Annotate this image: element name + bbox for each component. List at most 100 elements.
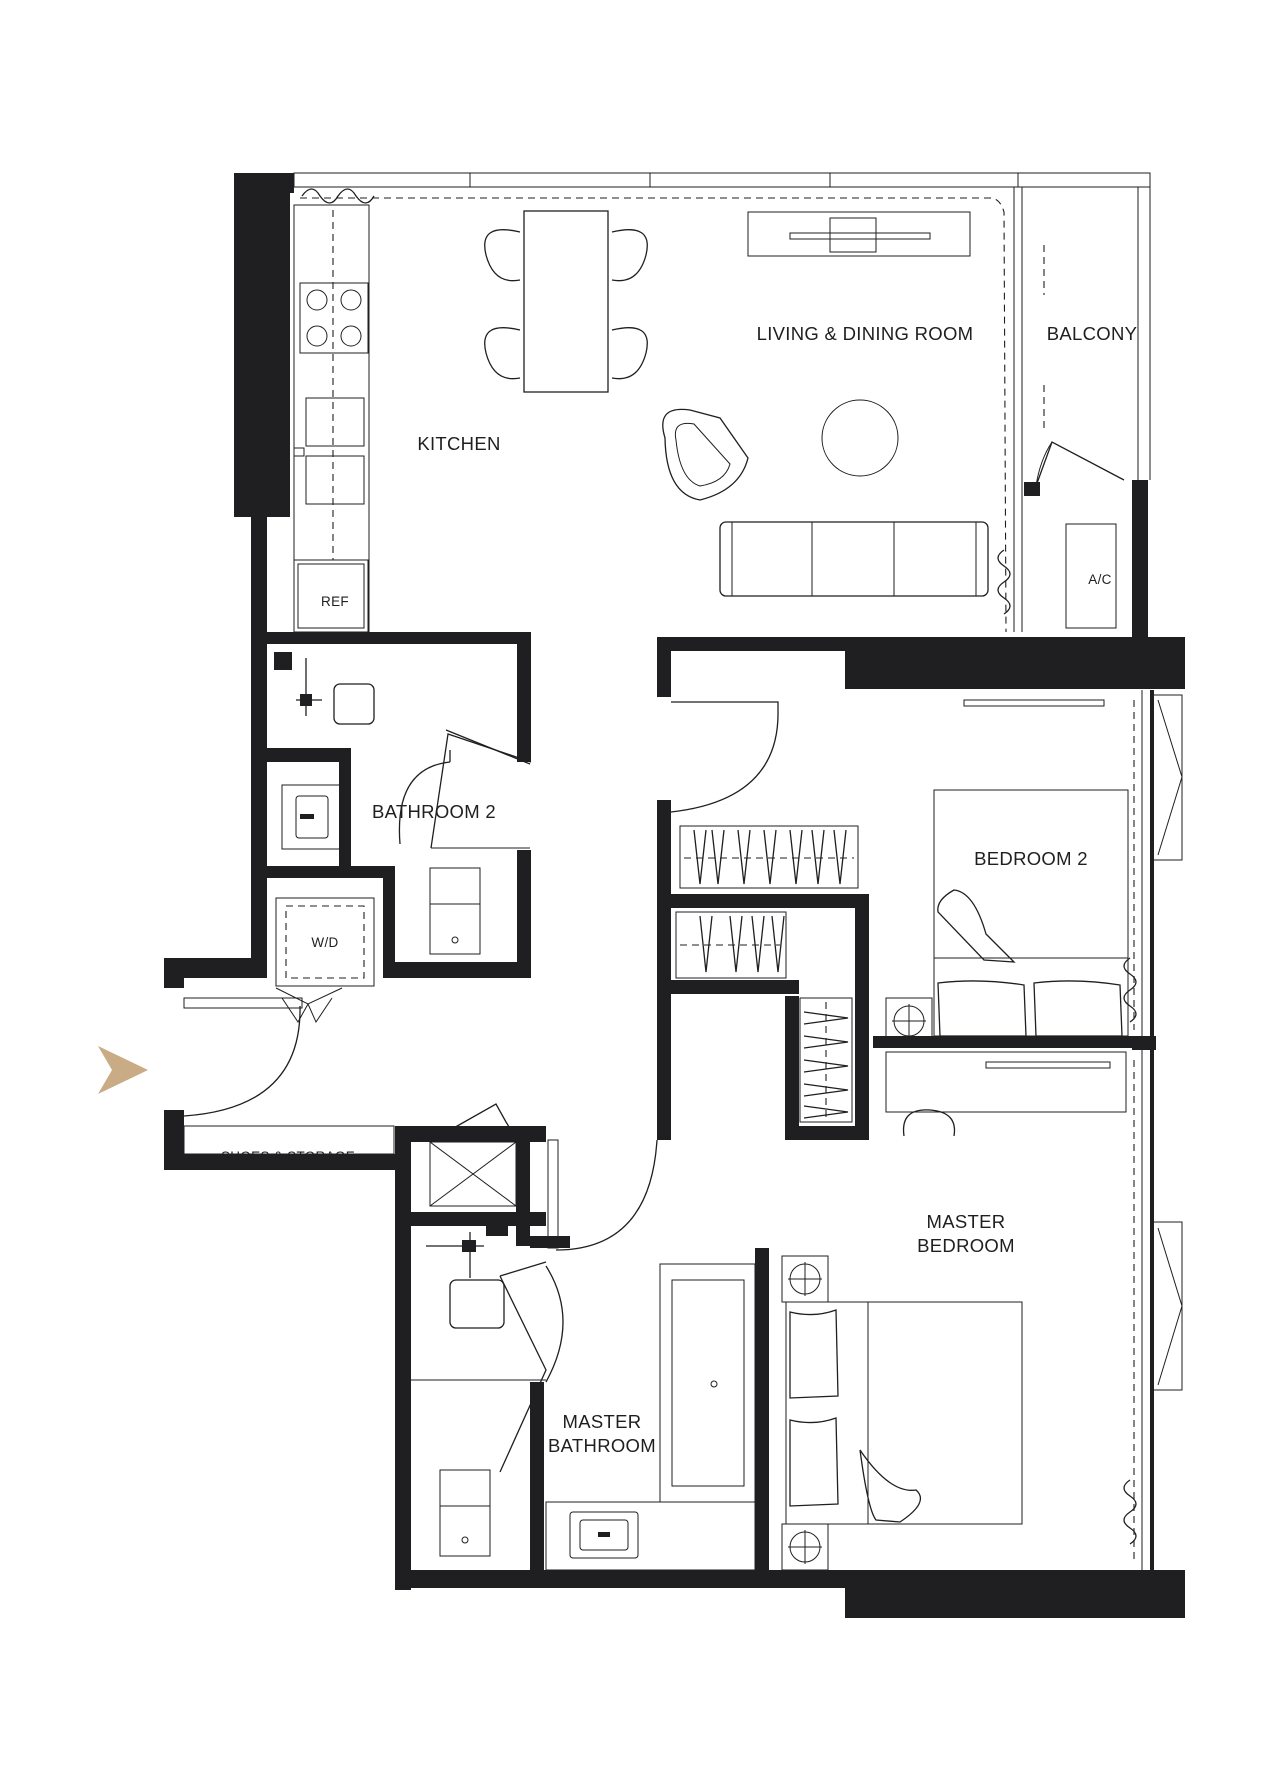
- bathroom2-fixtures: [274, 652, 532, 955]
- window-north: [293, 172, 1151, 188]
- wall-bedroom2-door-jamb: [657, 637, 671, 697]
- entry-door-leaf: [183, 997, 303, 1009]
- balcony-fixtures: [1024, 245, 1148, 629]
- pillow-b2-2: [1033, 980, 1123, 1037]
- entry-door-swing: [183, 1005, 301, 1117]
- curtain-gather-master: [1123, 1479, 1137, 1545]
- wall-wardrobe-mid: [657, 980, 799, 994]
- bay-window-master: [1154, 1221, 1183, 1391]
- wall-west: [251, 517, 267, 958]
- bedsheet-fold-b2: [937, 889, 1016, 963]
- bedroom2-fixtures: [885, 699, 1129, 1045]
- desk-chair: [902, 1109, 956, 1137]
- wall-mbath-top: [411, 1126, 546, 1142]
- bath2-door: [398, 729, 531, 845]
- wall-master-bath-west: [395, 1126, 411, 1590]
- wall-balcony-east: [1132, 480, 1148, 640]
- label-shoes-storage: SHOES & STORAGE: [221, 1149, 355, 1164]
- curtain-gather-living: [301, 188, 375, 204]
- wall-wardrobe-bottom: [785, 1126, 869, 1140]
- ac-unit: [1065, 523, 1117, 629]
- refrigerator: [293, 559, 369, 633]
- chair-2: [484, 327, 521, 380]
- wall-entry-jamb-top: [164, 958, 184, 988]
- wall-east-frame: [1150, 690, 1154, 1570]
- balcony-door: [1035, 441, 1125, 487]
- chair-1: [484, 229, 521, 282]
- nightstand-master-1: [781, 1255, 829, 1303]
- master-bedroom-fixtures: [781, 1051, 1127, 1571]
- nightstand-master-2: [781, 1523, 829, 1571]
- structural-walls: [164, 173, 1185, 1618]
- curtain-living: [300, 197, 1007, 633]
- label-ac: A/C: [1088, 572, 1111, 587]
- closet-door: [435, 1103, 517, 1139]
- nightstand-b2: [885, 997, 933, 1045]
- master-shower-door: [499, 1275, 547, 1473]
- wall-nw-corner: [234, 173, 294, 193]
- label-master-bathroom-2: BATHROOM: [548, 1435, 656, 1456]
- vanity-sink: [281, 784, 341, 850]
- kitchen-fixtures: [293, 204, 370, 638]
- master-bathroom-fixtures: [411, 1103, 756, 1571]
- master-shower-drain: [449, 1279, 505, 1329]
- living-set: [662, 211, 989, 597]
- label-kitchen: KITCHEN: [417, 433, 500, 454]
- glazing: [293, 172, 1183, 1570]
- bedroom2-ac: [963, 699, 1105, 707]
- cooktop: [299, 282, 369, 354]
- curtain-gather-living-east: [997, 549, 1011, 615]
- kitchen-counter: [293, 204, 370, 638]
- wall-wardrobe-east: [855, 894, 869, 1140]
- wall-living-south: [657, 637, 847, 651]
- dining-set: [484, 210, 648, 393]
- shoes-storage-cabinet: [183, 1125, 395, 1155]
- label-balcony: BALCONY: [1047, 323, 1138, 344]
- label-master-bathroom-1: MASTER: [563, 1411, 642, 1432]
- wall-wd-top: [267, 866, 383, 878]
- wall-shower-partition: [267, 748, 349, 762]
- interior-walls: [267, 632, 869, 1582]
- coffee-table: [821, 399, 899, 477]
- label-bedroom-2: BEDROOM 2: [974, 848, 1088, 869]
- wall-wardrobe-top: [657, 894, 869, 908]
- chair-3: [611, 229, 648, 282]
- pillow-master-1: [789, 1309, 839, 1399]
- sofa: [719, 521, 989, 597]
- tv-console: [747, 211, 971, 257]
- wall-south-column: [845, 1570, 1185, 1618]
- wd-unit: [275, 897, 375, 987]
- wall-bath2-east-upper: [517, 632, 531, 762]
- wall-bath2-east-lower: [517, 850, 531, 978]
- sink-bowl-2: [305, 455, 365, 505]
- entry-arrow-icon: [98, 1046, 148, 1094]
- armchair: [662, 408, 749, 501]
- wall-wardrobe-inner: [785, 996, 799, 1140]
- wardrobe-bedroom2: [679, 825, 859, 889]
- pillow-master-2: [789, 1417, 839, 1507]
- bedsheet-fold-master: [859, 1449, 921, 1523]
- wd-bifold-door: [275, 987, 343, 1024]
- wall-wd-east: [383, 866, 395, 978]
- wall-vanity-east: [339, 748, 351, 866]
- wall-west-kitchen: [234, 173, 290, 517]
- label-ref: REF: [321, 594, 349, 609]
- pillow-b2-1: [937, 980, 1027, 1037]
- wall-mbath-corridor: [516, 1126, 530, 1246]
- label-living-dining: LIVING & DINING ROOM: [757, 323, 974, 344]
- storage-closet: [429, 1141, 517, 1207]
- bedroom2-door: [670, 701, 779, 813]
- corridor-doors: [547, 701, 779, 1251]
- bathtub: [659, 1263, 756, 1503]
- wall-mbath-master-divide: [755, 1248, 769, 1570]
- wall-corridor-east: [657, 800, 671, 1140]
- entry: [183, 997, 395, 1155]
- wall-bath2-top: [267, 632, 529, 644]
- label-master-bedroom-1: MASTER: [927, 1211, 1006, 1232]
- bay-window-bedroom2: [1154, 694, 1183, 861]
- label-bathroom-2: BATHROOM 2: [372, 801, 496, 822]
- wall-bath2-bottom: [383, 962, 531, 978]
- shower-drain: [333, 683, 375, 725]
